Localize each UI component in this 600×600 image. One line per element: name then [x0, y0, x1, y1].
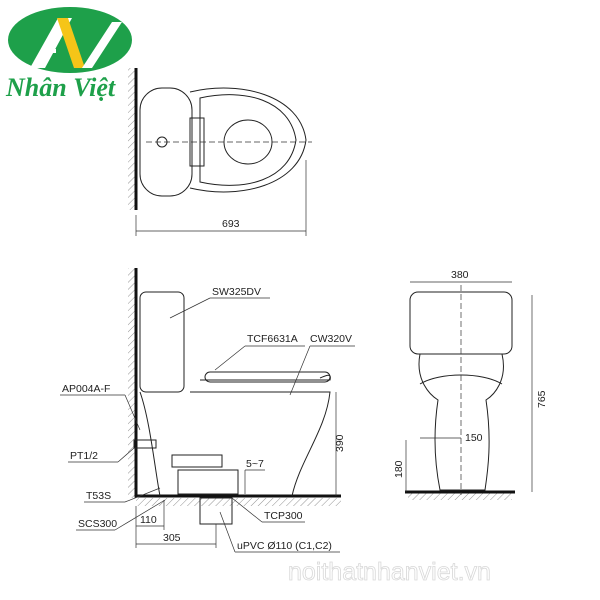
tank-shape [139, 291, 185, 393]
top-view: 693 [128, 68, 312, 236]
dim-765: 765 [536, 390, 548, 408]
label-sw325dv: SW325DV [212, 286, 261, 298]
label-cw320v: CW320V [310, 333, 352, 345]
dim-380: 380 [451, 269, 469, 281]
label-tcp300: TCP300 [264, 510, 303, 522]
label-pt1-2: PT1/2 [70, 450, 98, 462]
dim-150: 150 [465, 432, 483, 444]
logo-stroke-right [82, 22, 122, 68]
brand-logo: Nhân Việt [5, 7, 132, 102]
dim-110: 110 [140, 514, 157, 526]
front-view: 380 765 150 180 [393, 269, 548, 500]
brand-name: Nhân Việt [5, 73, 116, 102]
label-ap004a-f: AP004A-F [62, 383, 110, 395]
side-view: 390 SW325DV TCF6631A CW320V AP004A-F PT1… [60, 268, 355, 553]
watermark: noithatnhanviet.vn [288, 558, 491, 586]
label-t53s: T53S [86, 490, 111, 502]
label-upvc-drain: uPVC Ø110 (C1,C2) [237, 540, 332, 552]
logo-stroke-yellow [57, 18, 85, 68]
dim-180: 180 [393, 460, 405, 478]
dim-390: 390 [334, 434, 346, 452]
dim-5-7: 5~7 [246, 458, 264, 470]
dim-693: 693 [222, 218, 240, 230]
dim-305: 305 [163, 532, 181, 544]
label-scs300: SCS300 [78, 518, 117, 530]
label-tcf6631a: TCF6631A [247, 333, 298, 345]
